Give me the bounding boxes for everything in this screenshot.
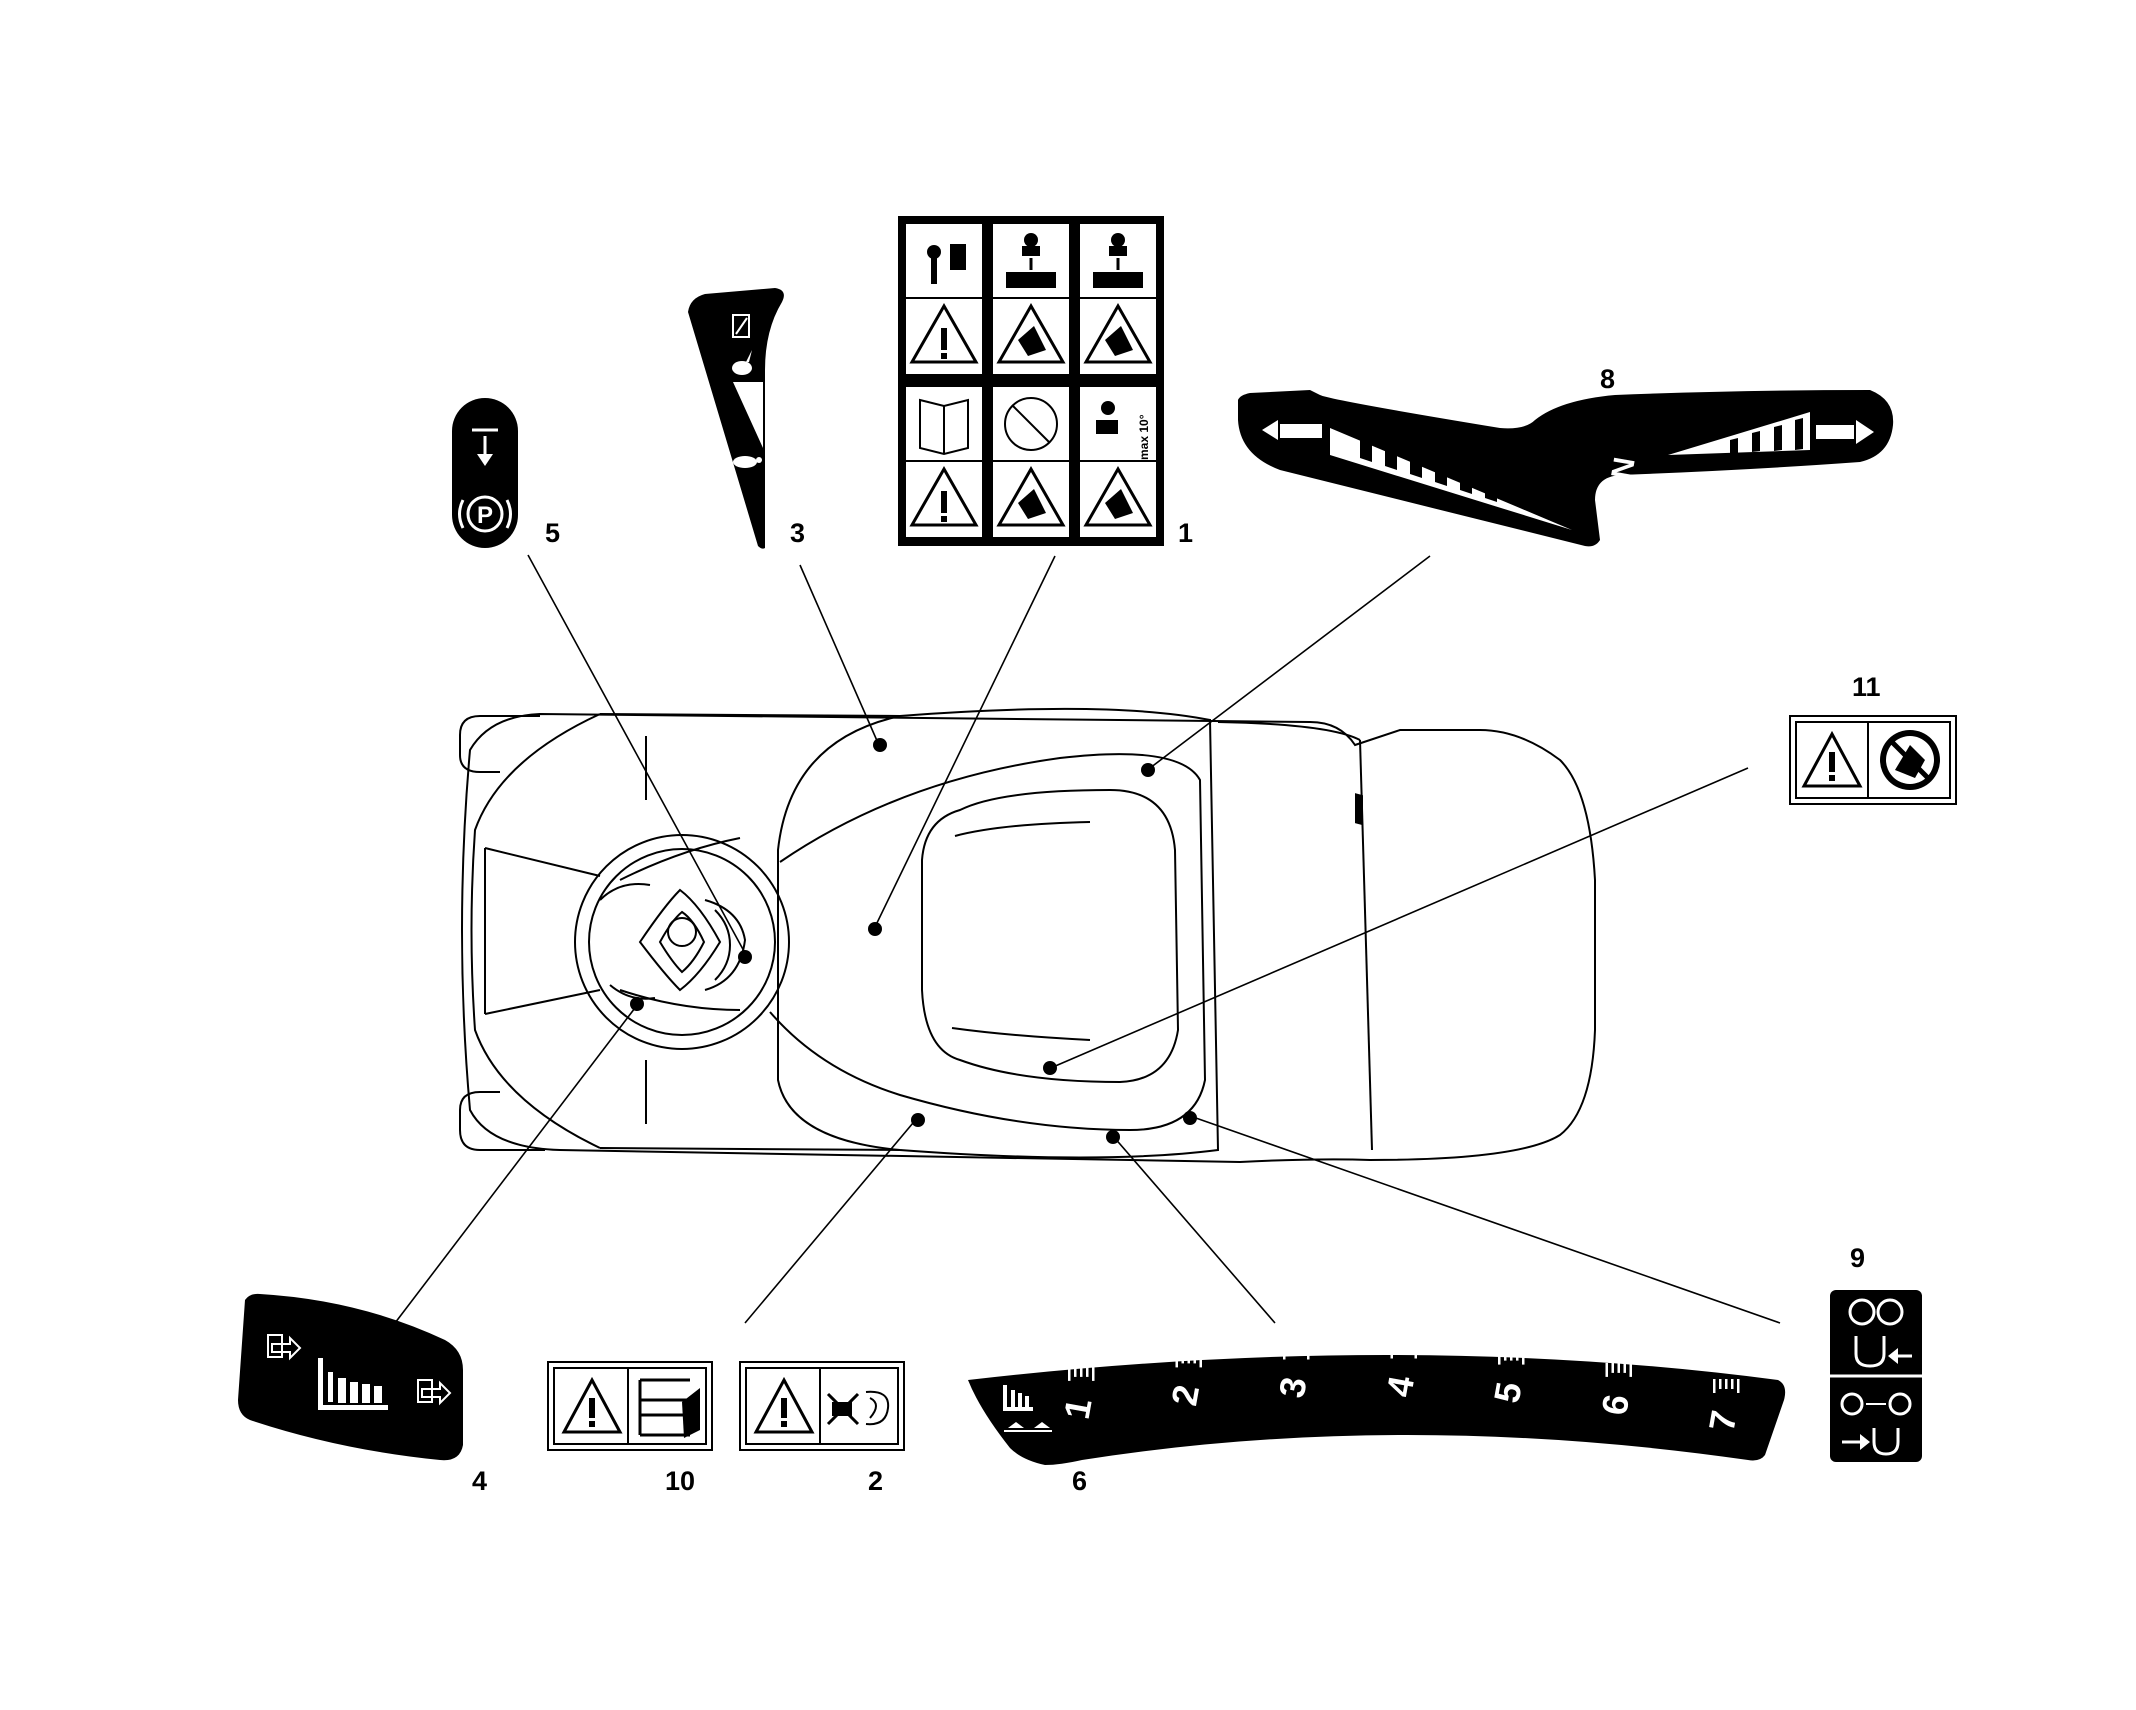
scale-tick <box>1719 1379 1722 1389</box>
scale-tick <box>1295 1345 1298 1356</box>
scale-tick <box>1068 1366 1071 1381</box>
scale-tick <box>1737 1379 1740 1393</box>
scale-tick <box>1713 1379 1716 1393</box>
callout-10: 10 <box>665 1466 696 1496</box>
callout-5: 5 <box>545 518 561 548</box>
scale-tick <box>1187 1353 1190 1364</box>
decal-10-warning <box>547 1361 713 1451</box>
callout-1: 1 <box>1178 518 1194 548</box>
decal-5-parking-brake: P <box>452 398 518 548</box>
scale-tick <box>1725 1379 1728 1389</box>
scale-tick <box>1623 1362 1626 1373</box>
decal-11-warning <box>1789 715 1957 805</box>
scale-tick <box>1175 1353 1178 1368</box>
scale-tick <box>1074 1366 1077 1377</box>
scale-tick <box>1504 1350 1507 1361</box>
decal-9-mulch-mode <box>1830 1290 1922 1462</box>
scale-tick <box>1605 1362 1608 1377</box>
callout-2: 2 <box>868 1466 884 1496</box>
hare-icon <box>732 361 752 375</box>
scale-tick <box>1402 1344 1405 1355</box>
decal-1-slope-text: max 10° <box>1137 414 1151 460</box>
scale-tick <box>1193 1353 1196 1364</box>
scale-tick <box>1498 1350 1501 1365</box>
scale-tick <box>1390 1344 1393 1359</box>
leader-dots <box>630 738 1197 1144</box>
decal-2-warning <box>739 1361 905 1451</box>
decal-4-cutting-lever <box>238 1293 463 1461</box>
scale-tick <box>1396 1344 1399 1355</box>
scale-tick <box>1510 1350 1513 1361</box>
callout-6: 6 <box>1072 1466 1088 1496</box>
scale-tick <box>1414 1344 1417 1359</box>
scale-tick <box>1199 1353 1202 1368</box>
scale-tick <box>1092 1366 1095 1381</box>
scale-tick <box>1408 1344 1411 1355</box>
scale-tick <box>1307 1345 1310 1360</box>
scale-tick <box>1731 1379 1734 1389</box>
mower-outline <box>459 707 1596 1164</box>
callout-11: 11 <box>1852 672 1881 702</box>
leader-lines <box>394 554 1781 1324</box>
decal-8-direction-indicator: N <box>1238 390 1894 826</box>
decal-1-safety-warnings: max 10° <box>898 216 1164 546</box>
callout-9: 9 <box>1850 1243 1866 1273</box>
scale-tick <box>1283 1345 1286 1360</box>
parking-p-icon: P <box>477 502 493 529</box>
scale-tick <box>1301 1345 1304 1356</box>
scale-tick <box>1181 1353 1184 1364</box>
decal-3-throttle <box>688 288 784 549</box>
turtle-icon <box>733 456 757 468</box>
scale-tick <box>1629 1362 1632 1377</box>
scale-tick <box>1080 1366 1083 1377</box>
scale-tick <box>1522 1350 1525 1365</box>
scale-tick <box>1617 1362 1620 1373</box>
callout-3: 3 <box>790 518 806 548</box>
callout-4: 4 <box>472 1466 488 1496</box>
callout-8: 8 <box>1600 364 1616 394</box>
scale-tick <box>1516 1350 1519 1361</box>
scale-tick <box>1611 1362 1614 1373</box>
scale-tick <box>1289 1345 1292 1356</box>
scale-tick <box>1086 1366 1089 1377</box>
